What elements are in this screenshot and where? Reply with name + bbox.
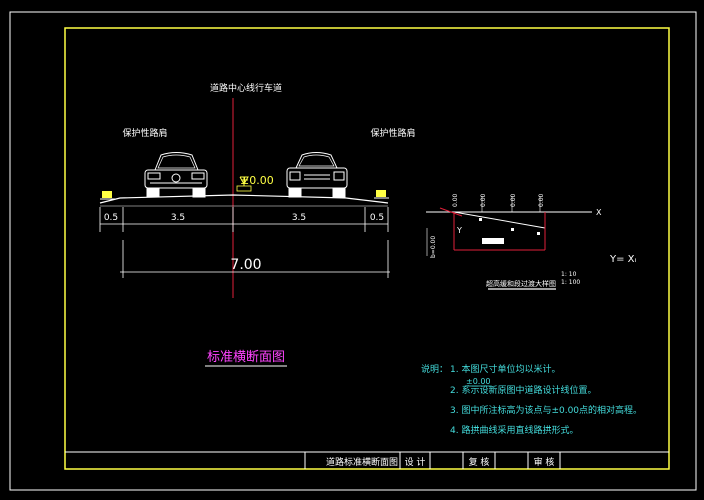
slope-left-label: b=0.00 bbox=[430, 236, 437, 258]
left-car-illustration bbox=[144, 152, 208, 198]
slope-top-label-2: 0.00 bbox=[480, 193, 487, 207]
slope-top-label-4: 0.00 bbox=[538, 193, 545, 207]
drawing-title: 标准横断面图 bbox=[207, 350, 285, 365]
note-item-4: 4. 路拱曲线采用直线路拱形式。 bbox=[450, 424, 578, 436]
note-item-3: 3. 图中所注标高为该点与±0.00点的相对高程。 bbox=[450, 404, 642, 416]
slope-caption: 超高缓和段过渡大样图 bbox=[486, 279, 556, 288]
slope-axis-y: Y bbox=[456, 226, 462, 235]
notes-block: 说明： 1. 本图尺寸单位均以米计。 ±0.00 2. 系示设新原图中道路设计线… bbox=[421, 363, 642, 436]
dim-total: 7.00 bbox=[230, 257, 261, 273]
right-delineator bbox=[374, 190, 389, 199]
dim-left-shoulder: 0.5 bbox=[104, 213, 118, 223]
note-item-2: 2. 系示设新原图中道路设计线位置。 bbox=[450, 384, 596, 396]
elevation-marker: ±0.00 bbox=[236, 174, 274, 192]
title-block: 道路标准横断面图 设 计 复 核 审 核 bbox=[65, 451, 669, 469]
right-shoulder-label: 保护性路肩 bbox=[370, 127, 415, 139]
outer-frame bbox=[9, 11, 697, 491]
left-delineator bbox=[100, 191, 115, 200]
left-shoulder-label: 保护性路肩 bbox=[122, 127, 167, 139]
note-item-2-symbol: ±0.00 bbox=[466, 377, 491, 386]
slope-formula: Y= Xᵢ bbox=[609, 254, 637, 265]
slope-axis-x: X bbox=[596, 208, 602, 217]
road-surface bbox=[99, 194, 389, 207]
slope-top-label-1: 0.00 bbox=[452, 193, 459, 207]
note-item-1: 1. 本图尺寸单位均以米计。 bbox=[450, 363, 560, 375]
title-block-approve: 审 核 bbox=[534, 456, 555, 468]
slope-top-label-3: 0.00 bbox=[510, 193, 517, 207]
slope-scale-h: 1: 10 bbox=[561, 271, 577, 278]
title-block-drawing-name: 道路标准横断面图 bbox=[326, 456, 398, 468]
notes-heading: 说明： bbox=[421, 363, 448, 375]
dim-right-lane: 3.5 bbox=[292, 213, 306, 223]
title-block-design: 设 计 bbox=[405, 456, 426, 468]
total-dimension-line bbox=[120, 240, 390, 278]
dim-left-lane: 3.5 bbox=[171, 213, 185, 223]
inner-frame bbox=[64, 27, 670, 470]
lane-dimension-row bbox=[99, 207, 389, 232]
elevation-label: ±0.00 bbox=[240, 174, 274, 187]
road-center-label: 道路中心线行车道 bbox=[210, 82, 282, 94]
title-block-check: 复 核 bbox=[469, 456, 490, 468]
slope-detail-diagram bbox=[426, 196, 592, 290]
dim-right-shoulder: 0.5 bbox=[370, 213, 384, 223]
right-car-illustration bbox=[286, 152, 348, 198]
slope-scale-v: 1: 100 bbox=[561, 279, 580, 286]
